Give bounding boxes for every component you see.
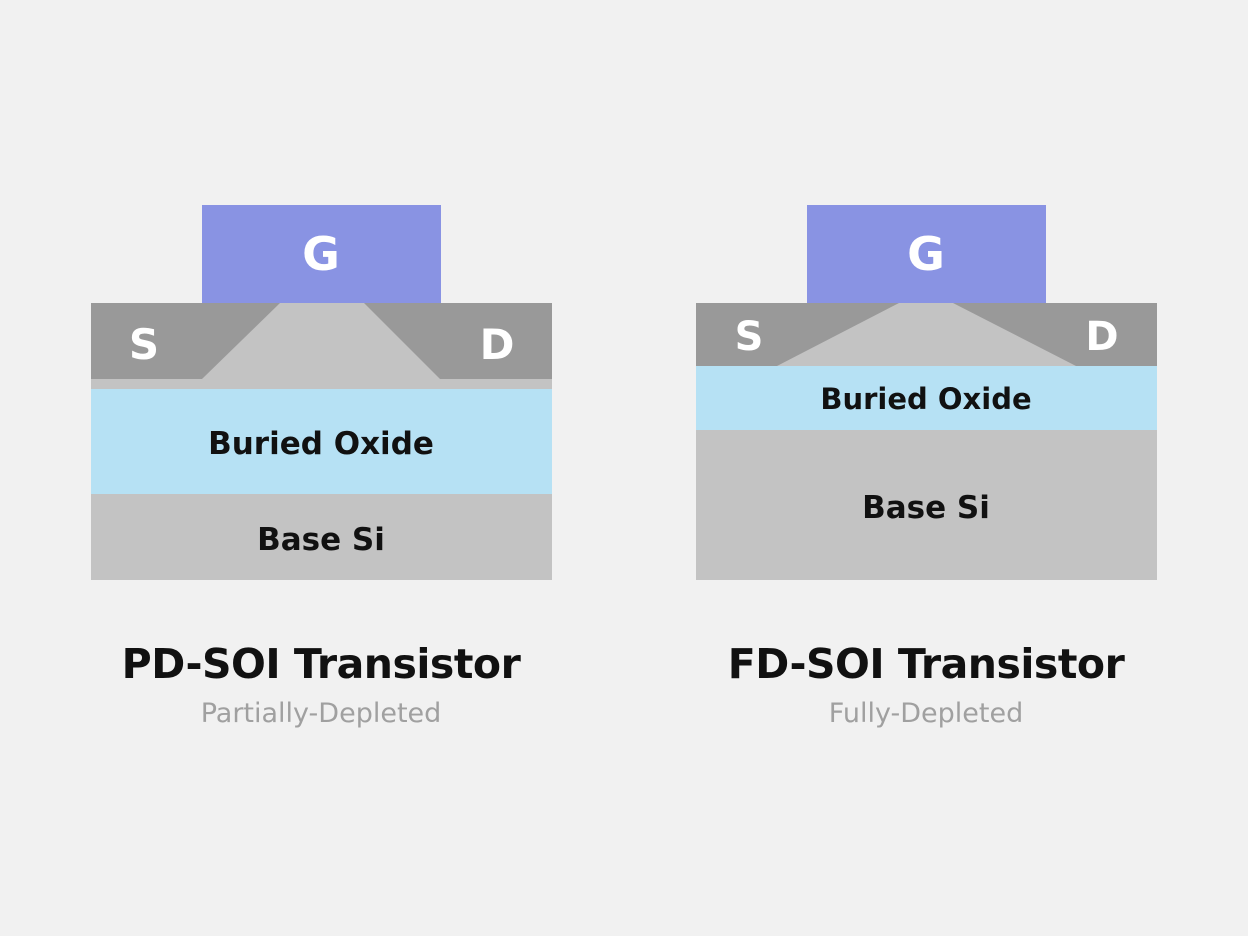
pd-soi-cross-section: G S D Buried Oxide Base Si — [91, 205, 552, 580]
fd-source-label: S — [735, 314, 764, 360]
fd-gate — [807, 205, 1046, 303]
pd-source-label: S — [129, 320, 159, 369]
fd-buried-oxide-label: Buried Oxide — [820, 382, 1031, 416]
pd-gate — [202, 205, 441, 303]
fd-buried-oxide-layer — [696, 366, 1157, 430]
fd-drain-region — [953, 303, 1157, 366]
fd-base-si-layer — [696, 430, 1157, 580]
pd-soi-subtitle: Partially-Depleted — [200, 698, 442, 729]
fd-drain-label: D — [1085, 314, 1118, 360]
pd-drain-label: D — [480, 320, 515, 369]
pd-buried-oxide-layer — [91, 389, 552, 494]
fd-base-si-label: Base Si — [862, 490, 990, 526]
fd-soi-subtitle: Fully-Depleted — [828, 698, 1024, 729]
pd-buried-oxide-label: Buried Oxide — [208, 426, 434, 462]
fd-source-region — [696, 303, 899, 366]
pd-drain-region — [364, 303, 552, 379]
fd-soi-cross-section: G S D Buried Oxide Base Si — [696, 205, 1157, 580]
pd-soi-title: PD-SOI Transistor — [121, 640, 521, 688]
cross-section-diagrams: G S D Buried Oxide Base Si G S D Buried … — [91, 205, 1157, 580]
fd-soi-title: FD-SOI Transistor — [727, 640, 1125, 688]
pd-base-si-label: Base Si — [257, 522, 385, 558]
pd-source-region — [91, 303, 280, 379]
pd-gate-label: G — [302, 227, 340, 281]
fd-gate-label: G — [907, 227, 945, 281]
pd-base-si-layer — [91, 494, 552, 580]
